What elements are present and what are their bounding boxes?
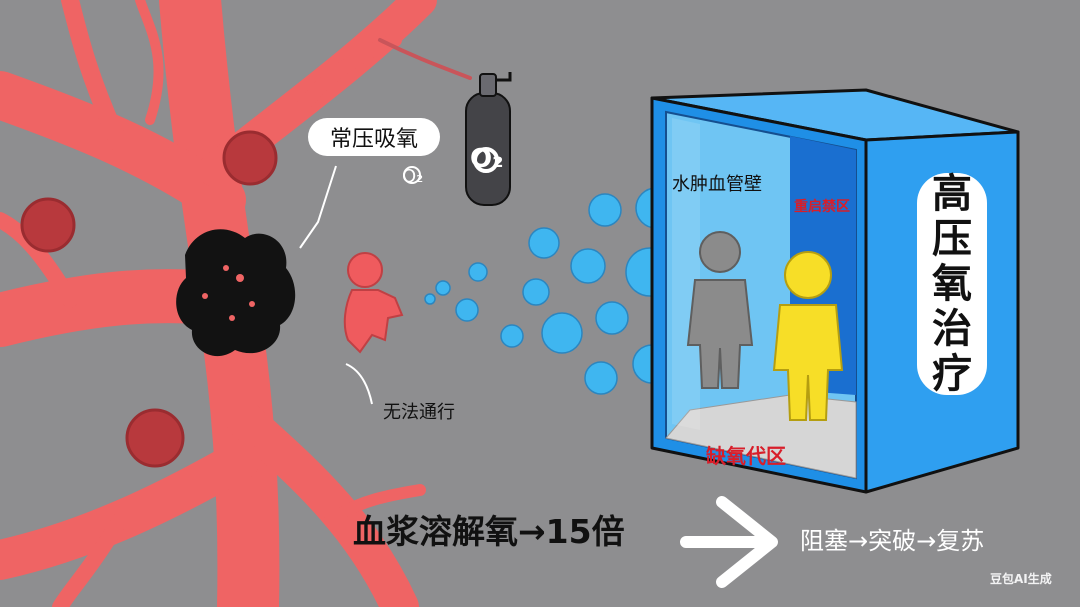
oxygen-bubble (468, 262, 488, 282)
clot-mass (176, 229, 296, 357)
oxygen-bubble (541, 312, 583, 354)
thrombus-clot (176, 229, 296, 357)
clot-speck (236, 274, 244, 282)
grey-figure-head (699, 231, 741, 273)
progress-caption: 阻塞→突破→复苏 (800, 527, 985, 555)
vessel-capillary-1 (61, 0, 129, 154)
hbot-title-char: 压 (932, 215, 972, 262)
o2-small-label: O₂ (402, 166, 424, 187)
clot-speck (249, 301, 255, 307)
normobaric-oxygen-label: 常压吸氧 (308, 118, 440, 156)
child-figure-red (343, 252, 404, 354)
clot-speck (229, 315, 235, 321)
oxygen-bubble (584, 361, 618, 395)
blocked-label: 无法通行 (383, 402, 455, 423)
oxygen-bubble (455, 298, 479, 322)
restart-zone-label: 重启禁区 (794, 199, 850, 215)
oxygen-bubble (522, 278, 550, 306)
red-blood-cell (125, 408, 185, 468)
vessel-capillary-4 (52, 512, 128, 607)
red-blood-cell (20, 197, 76, 253)
oxygen-bubble (570, 248, 606, 284)
grey-figure-body (686, 279, 754, 389)
oxygen-bubble (588, 193, 622, 227)
hbot-title-char: 治 (932, 305, 972, 352)
callout-line-oxygen (299, 165, 337, 249)
chamber-floor (665, 394, 857, 479)
right-arrow-icon (680, 496, 778, 588)
yellow-figure-body (772, 304, 844, 421)
oxygen-bubble (528, 227, 560, 259)
vessel-capillary-6 (135, 0, 164, 125)
yellow-figure-head (784, 251, 832, 299)
plasma-oxygen-caption: 血浆溶解氧→15倍 (353, 512, 625, 551)
o2-molecule-icon (403, 166, 421, 184)
hypoxia-zone-label: 缺氧代区 (706, 444, 786, 468)
vessel-capillary-7 (378, 38, 472, 80)
child-figure-body (343, 289, 404, 354)
red-blood-cell (222, 130, 278, 186)
chamber-glass-shine (672, 118, 700, 430)
hbot-title-char: 氧 (932, 260, 972, 307)
cylinder-valve-icon (496, 72, 512, 82)
hbot-title-char: 疗 (932, 350, 972, 397)
red-blood-cells (20, 130, 278, 468)
callout-line-blocked (345, 363, 373, 405)
oxygen-bubble (435, 280, 451, 296)
cylinder-o2-label: O₂ (470, 144, 504, 174)
oxygen-bubble (424, 293, 436, 305)
oxygen-bubbles (424, 187, 688, 417)
oxygen-cylinder (465, 72, 512, 206)
hbot-title-card: 高 压 氧 治 疗 (917, 170, 987, 397)
clot-speck (202, 293, 208, 299)
person-figure-grey (686, 231, 754, 389)
vessel-branch-right (226, 401, 419, 607)
watermark: 豆包AI生成 (990, 572, 1052, 586)
vessel-branch-lower-left (0, 440, 260, 580)
vessel-capillary-5 (324, 484, 426, 526)
edema-wall-label: 水肿血管壁 (672, 174, 762, 195)
oxygen-bubble (500, 324, 524, 348)
oxygen-bubble (595, 301, 629, 335)
person-figure-yellow (772, 251, 844, 421)
clot-speck (223, 265, 229, 271)
cylinder-o2-ring (473, 147, 499, 173)
cylinder-neck (479, 73, 497, 97)
hbot-title-char: 高 (932, 170, 972, 217)
child-figure-head (347, 252, 383, 288)
